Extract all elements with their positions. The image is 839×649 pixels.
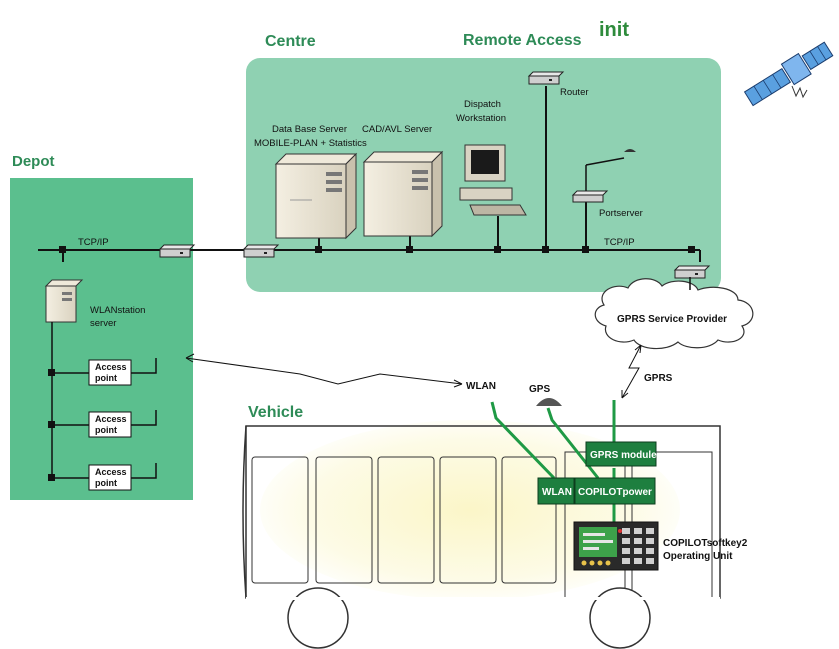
- depot-bus-lines: [51, 322, 157, 479]
- gprs-provider-label: GPRS Service Provider: [617, 314, 727, 325]
- centre-title: Centre: [265, 33, 316, 50]
- satellite-icon: [743, 41, 834, 107]
- operating-unit-label-2: Operating Unit: [663, 551, 733, 562]
- access-point-label: point: [95, 478, 117, 488]
- access-point-label: Access: [95, 467, 127, 477]
- access-point-label: point: [95, 425, 117, 435]
- gprs-module-label: GPRS module: [590, 450, 657, 461]
- network-junctions: [59, 246, 695, 253]
- wlan-module-label: WLAN: [542, 487, 572, 498]
- operating-unit-label-1: COPILOTsoftkey2: [663, 538, 748, 549]
- router-icon: [158, 244, 196, 258]
- server-icon: [362, 150, 444, 238]
- cad-avl-server-label: CAD/AVL Server: [362, 124, 432, 135]
- wlan-station-label-1: WLANstation: [90, 305, 145, 316]
- access-point-box: Access point: [88, 359, 132, 386]
- router-label: Router: [560, 87, 589, 98]
- server-icon: [274, 152, 358, 240]
- access-point-box: Access point: [88, 411, 132, 438]
- db-server-label-1: Data Base Server: [272, 124, 347, 135]
- gprs-module-box: GPRS module: [585, 441, 657, 467]
- router-icon: [527, 71, 565, 85]
- wlan-server-icon: [44, 279, 84, 323]
- depot-region: [10, 178, 193, 500]
- dispatch-label-1: Dispatch: [464, 99, 501, 110]
- vehicle-wiring: [490, 400, 616, 522]
- portserver-label: Portserver: [599, 208, 643, 219]
- lightning-icon: [621, 344, 642, 399]
- tcpip-label-depot: TCP/IP: [78, 237, 109, 248]
- wlan-module-box: WLAN: [537, 477, 575, 505]
- remote-access-title: Remote Access: [463, 32, 582, 49]
- portserver-icon: [571, 149, 636, 203]
- depot-junctions: [48, 369, 55, 481]
- vehicle-title: Vehicle: [248, 404, 303, 421]
- gps-antenna-icon: [536, 398, 562, 406]
- copilot-power-box: COPILOTpower: [574, 477, 656, 505]
- router-icon: [673, 265, 711, 279]
- db-server-label-2: MOBILE-PLAN + Statistics: [254, 138, 367, 149]
- tcpip-label-centre: TCP/IP: [604, 237, 635, 248]
- wlan-wireless-label: WLAN: [466, 381, 496, 392]
- access-point-label: Access: [95, 362, 127, 372]
- router-icon: [242, 244, 280, 258]
- lightning-icon: [185, 353, 463, 388]
- gps-label: GPS: [529, 384, 550, 395]
- operating-unit-icon: [573, 521, 659, 571]
- cloud-icon: [594, 278, 754, 350]
- access-point-label: Access: [95, 414, 127, 424]
- access-point-label: point: [95, 373, 117, 383]
- access-point-box: Access point: [88, 464, 132, 491]
- dispatch-label-2: Workstation: [456, 113, 506, 124]
- depot-title: Depot: [12, 153, 55, 170]
- wlan-station-label-2: server: [90, 318, 116, 329]
- copilot-power-label: COPILOTpower: [578, 487, 652, 498]
- gprs-wireless-label: GPRS: [644, 373, 673, 384]
- init-logo: init: [599, 19, 629, 41]
- workstation-icon: [459, 144, 527, 216]
